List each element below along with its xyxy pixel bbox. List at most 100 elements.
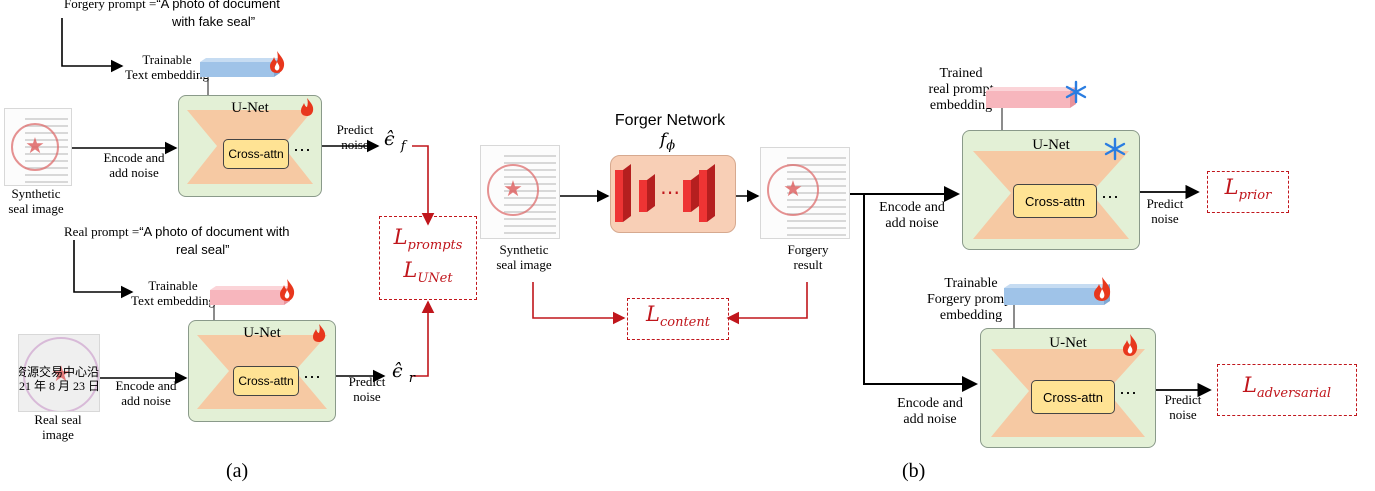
forger-function-symbol: fϕ: [660, 130, 675, 153]
cross-attn-block: Cross-attn: [233, 366, 299, 396]
unet-label: U-Net: [1049, 335, 1087, 351]
unet-block-b-top: U-Net Cross-attn ⋯: [962, 130, 1140, 250]
loss-symbol: L: [1243, 373, 1257, 398]
seal-stamp: [487, 164, 539, 216]
real-prompt: Real prompt =“A photo of document with: [64, 224, 290, 239]
ellipsis: ⋯: [303, 367, 321, 387]
encode-noise-label-a-bottom: Encode and add noise: [104, 378, 188, 408]
label-line: add noise: [121, 393, 171, 408]
forger-ellipsis: ⋯: [660, 182, 680, 204]
loss-symbol: L: [646, 302, 660, 327]
label-line: Trainable: [944, 276, 998, 291]
loss-content: Lcontent: [627, 298, 729, 340]
label-line: add noise: [903, 412, 957, 427]
label-line: noise: [341, 137, 369, 152]
loss-symbol: L: [393, 224, 408, 249]
label-line: seal image: [496, 257, 552, 272]
label-line: real prompt: [928, 82, 994, 97]
f-symbol: f: [660, 130, 667, 150]
forgery-prompt-text-1: “A photo of document: [156, 0, 280, 11]
label-line: noise: [1151, 211, 1179, 226]
loss-symbol: L: [1224, 175, 1239, 200]
seal-stamp: [23, 337, 99, 411]
label-line: image: [42, 427, 74, 442]
label-line: Forgery: [787, 242, 829, 257]
encode-noise-label-b-top: Encode and add noise: [872, 200, 952, 232]
trained-prompt-label: Trained real prompt embedding: [906, 66, 1016, 114]
caption-a: (a): [226, 460, 249, 482]
ellipsis: ⋯: [293, 140, 311, 160]
forger-network-block: ⋯: [610, 155, 736, 233]
eps-symbol: ϵ̂: [384, 128, 395, 150]
label-line: Synthetic: [11, 186, 61, 201]
label-line: add noise: [109, 165, 159, 180]
synthetic-seal-label-b: Synthetic seal image: [486, 242, 562, 272]
label-line: Trained: [939, 66, 983, 81]
label-line: result: [793, 257, 823, 272]
label-line: embedding: [939, 308, 1003, 323]
predict-noise-label-a-top: Predict noise: [330, 122, 380, 152]
label-line: Text embedding: [125, 67, 209, 82]
label-line: seal image: [8, 201, 64, 216]
fire-icon: [280, 279, 295, 301]
ellipsis: ⋯: [1119, 383, 1137, 403]
loss-sub: prior: [1238, 188, 1272, 204]
forgery-result-image: [760, 147, 850, 239]
label-line: Predict: [336, 122, 374, 137]
synthetic-seal-label-a: Synthetic seal image: [0, 186, 74, 216]
label-line: noise: [353, 389, 381, 404]
loss-sub: content: [659, 315, 710, 331]
loss-prior: Lprior: [1207, 171, 1289, 213]
loss-sub: prompts: [407, 238, 463, 253]
cross-attn-block: Cross-attn: [223, 139, 289, 169]
unet-label: U-Net: [231, 100, 269, 116]
label-line: Trainable: [148, 278, 198, 293]
caption-b: (b): [902, 460, 926, 482]
label-line: Predict: [1146, 196, 1184, 211]
encode-noise-label-a-top: Encode and add noise: [92, 150, 176, 180]
forgery-prompt: Forgery prompt =“A photo of document: [64, 0, 280, 11]
loss-sub: UNet: [417, 271, 453, 287]
unet-block-a-bottom: U-Net Cross-attn ⋯: [188, 320, 336, 422]
label-line: Forgery prompt: [926, 292, 1015, 307]
eps-sub: f: [400, 138, 406, 154]
synthetic-seal-image-b: [480, 145, 560, 239]
label-line: Real seal: [34, 412, 82, 427]
cross-attn-block: Cross-attn: [1013, 184, 1097, 218]
real-seal-doc-text: 资源交易中心沿: [18, 365, 100, 379]
real-seal-label: Real seal image: [20, 412, 96, 442]
loss-adversarial: Ladversarial: [1217, 364, 1357, 416]
label-line: Encode and: [879, 200, 945, 215]
synthetic-seal-image-a: [4, 108, 72, 186]
encode-noise-label-b-bottom: Encode and add noise: [890, 396, 970, 428]
trainable-text-embedding-label-top: Trainable Text embedding: [122, 52, 212, 82]
predict-noise-label-a-bottom: Predict noise: [342, 374, 392, 404]
forger-network-title: Forger Network: [600, 112, 740, 130]
snowflake-icon: [1104, 137, 1126, 161]
real-prompt-prefix: Real prompt =: [64, 224, 140, 239]
label-line: Text embedding: [131, 293, 215, 308]
label-line: embedding: [929, 98, 993, 113]
real-seal-doc-date: 21 年 8 月 23 日: [19, 379, 100, 393]
loss-symbol: L: [403, 258, 418, 282]
fire-icon: [313, 324, 326, 342]
label-line: Encode and: [897, 396, 963, 411]
cross-attn-block: Cross-attn: [1031, 380, 1115, 414]
loss-sub: adversarial: [1256, 386, 1331, 402]
fire-icon: [1094, 277, 1111, 301]
eps-symbol: ϵ̂: [392, 360, 403, 382]
label-line: add noise: [885, 216, 939, 231]
label-line: noise: [1169, 407, 1197, 422]
forgery-result-label: Forgery result: [770, 242, 846, 272]
label-line: Synthetic: [499, 242, 549, 257]
unet-block-b-bottom: U-Net Cross-attn ⋯: [980, 328, 1156, 448]
real-prompt-text-2: real seal”: [176, 242, 230, 257]
label-line: Trainable: [142, 52, 192, 67]
predict-noise-label-b-bottom: Predict noise: [1158, 392, 1208, 422]
trainable-text-embedding-label-bottom: Trainable Text embedding: [128, 278, 218, 308]
unet-label: U-Net: [243, 325, 281, 341]
fire-icon: [301, 98, 314, 116]
predict-noise-label-b-top: Predict noise: [1140, 196, 1190, 226]
forger-title: Forger Network: [614, 112, 726, 129]
